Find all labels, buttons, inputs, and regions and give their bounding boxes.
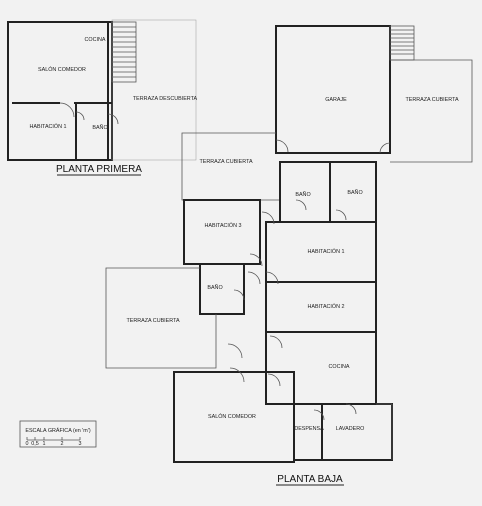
scale-label: ESCALA GRÁFICA (en 'm') bbox=[25, 427, 90, 434]
cocina-label: COCINA bbox=[329, 364, 350, 370]
despensa-label: DESPENSA bbox=[294, 426, 324, 432]
scale-bar: ESCALA GRÁFICA (en 'm') 0 0,5 1 2 3 bbox=[19, 420, 97, 448]
primera-habitacion-1-label: HABITACIÓN 1 bbox=[29, 123, 66, 130]
scale-tick-label: 0,5 bbox=[31, 441, 39, 447]
planta-primera-plan: COCINA SALÓN COMEDOR HABITACIÓN 1 BAÑO T… bbox=[7, 19, 198, 176]
garaje-terraza-cubierta-label: TERRAZA CUBIERTA bbox=[405, 97, 459, 103]
lavadero-door-swing bbox=[345, 403, 357, 415]
cocina-door-swing bbox=[269, 335, 283, 349]
scale-tick-label: 1 bbox=[43, 441, 46, 447]
planta-baja-title: PLANTA BAJA bbox=[277, 474, 343, 485]
salon-door-swing bbox=[229, 367, 245, 383]
top-terraza-cubierta-label: TERRAZA CUBIERTA bbox=[199, 159, 253, 165]
salon-comedor-label: SALÓN COMEDOR bbox=[208, 413, 256, 420]
scale-tick-label: 3 bbox=[79, 441, 82, 447]
scale-frame bbox=[19, 420, 97, 448]
habitacion-2-label: HABITACIÓN 2 bbox=[307, 303, 344, 310]
bano-door-swing bbox=[335, 209, 347, 221]
bano-3-walls bbox=[199, 263, 245, 315]
corridor-door-swing bbox=[247, 271, 261, 285]
garaje-walls bbox=[275, 25, 391, 154]
bano-1-label: BAÑO bbox=[295, 191, 310, 198]
habitacion-3-door-swing bbox=[261, 211, 275, 225]
scale-tick-label: 0 bbox=[26, 441, 29, 447]
bano-2-label: BAÑO bbox=[347, 189, 362, 196]
scale-tick-label: 2 bbox=[61, 441, 64, 447]
primera-bano-label: BAÑO bbox=[92, 124, 107, 131]
garaje-door-swing bbox=[275, 139, 289, 153]
lavadero-label: LAVADERO bbox=[336, 426, 365, 432]
bano-3-label: BAÑO bbox=[207, 284, 222, 291]
bano-door-swing bbox=[295, 199, 307, 211]
primera-door-swing bbox=[75, 111, 85, 121]
habitacion-3-label: HABITACIÓN 3 bbox=[204, 222, 241, 229]
habitacion-1-door-swing bbox=[265, 271, 279, 285]
left-terraza-cubierta-label: TERRAZA CUBIERTA bbox=[126, 318, 180, 324]
cocina-door-swing bbox=[267, 373, 281, 387]
planta-primera-title: PLANTA PRIMERA bbox=[56, 164, 142, 175]
primera-terraza-descubierta-label: TERRAZA DESCUBIERTA bbox=[133, 96, 198, 102]
garaje-label: GARAJE bbox=[325, 97, 347, 103]
primera-door-swing bbox=[59, 102, 75, 118]
garaje-door-swing bbox=[379, 142, 391, 154]
habitacion-1-label: HABITACIÓN 1 bbox=[307, 248, 344, 255]
left-terraza-outline bbox=[105, 267, 217, 369]
garaje-terraza-outline bbox=[390, 59, 473, 163]
primera-door-swing bbox=[107, 113, 119, 125]
baja-staircase bbox=[389, 25, 415, 61]
terraza-door-swing bbox=[227, 343, 243, 359]
planta-baja-plan: GARAJE TERRAZA CUBIERTA TERRAZA CUBIERTA… bbox=[105, 25, 473, 486]
primera-cocina-label: COCINA bbox=[85, 37, 106, 43]
corridor-door-swing bbox=[249, 253, 263, 267]
primera-salon-comedor-label: SALÓN COMEDOR bbox=[38, 66, 86, 73]
bano-3-door-swing bbox=[233, 289, 245, 301]
despensa-door-swing bbox=[313, 409, 325, 421]
